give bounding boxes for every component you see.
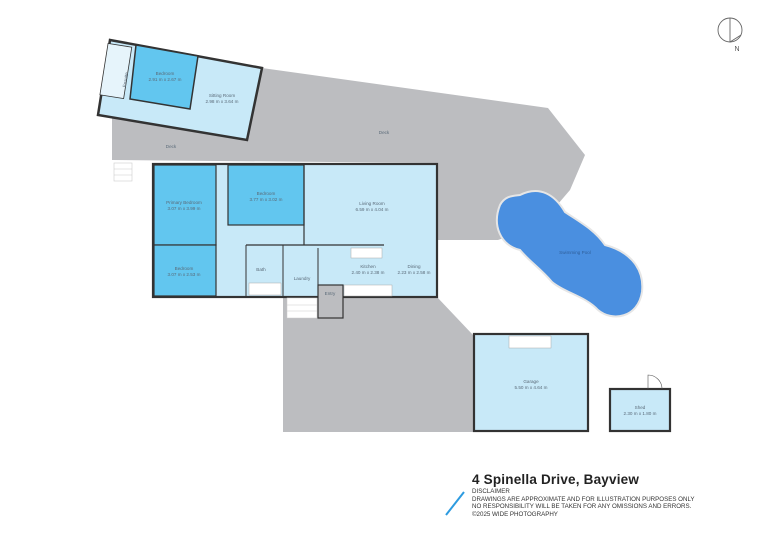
- disclaimer-heading: DISCLAIMER: [472, 488, 510, 495]
- studio-bedroom-room: [129, 44, 199, 110]
- north-label: N: [734, 46, 739, 53]
- bedroom-3-room: [153, 244, 217, 297]
- room-name: Garage: [523, 379, 539, 384]
- swimming-pool: [495, 190, 644, 318]
- room-size: 3.77 m x 3.02 m: [250, 197, 283, 202]
- disclaimer: DISCLAIMER DRAWINGS ARE APPROXIMATE AND …: [472, 488, 695, 518]
- room-size: 6.59 m x 4.04 m: [356, 207, 389, 212]
- room-size: 5.50 m x 4.64 m: [515, 385, 548, 390]
- disclaimer-line: DRAWINGS ARE APPROXIMATE AND FOR ILLUSTR…: [472, 495, 695, 503]
- shed-door: [647, 374, 663, 390]
- room-name: Laundry: [294, 276, 311, 281]
- disclaimer-line: NO RESPONSIBILITY WILL BE TAKEN FOR ANY …: [472, 503, 692, 511]
- room-size: 2.23 m x 2.58 m: [398, 270, 431, 275]
- room-size: 2.91 m x 2.67 m: [149, 77, 182, 82]
- room-name: Bedroom: [156, 71, 175, 76]
- deck-area: [112, 68, 585, 240]
- room-name: Bath: [256, 267, 266, 272]
- room-size: 2.98 m x 3.64 m: [206, 99, 239, 104]
- room-name: Shed: [635, 405, 646, 410]
- bedroom-2-room: [227, 164, 305, 226]
- entry-steps: [286, 297, 318, 319]
- room-name: Entry: [325, 291, 336, 296]
- north-arrow-icon: [717, 17, 743, 43]
- room-size: 2.30 m x 1.80 m: [624, 411, 657, 416]
- property-address: 4 Spinella Drive, Bayview: [472, 472, 640, 487]
- room-name: Deck: [166, 144, 177, 149]
- room-name: Swimming Pool: [559, 250, 591, 255]
- room-name: Kitchen: [360, 264, 376, 269]
- room-size: 3.07 m x 2.53 m: [168, 272, 201, 277]
- shed-room: [608, 387, 672, 433]
- kitchen-bench: [343, 247, 393, 297]
- room-name: Bedroom: [257, 191, 276, 196]
- room-size: 3.07 m x 3.99 m: [168, 206, 201, 211]
- room-name: Primary Bedroom: [166, 200, 202, 205]
- room-name: Bedroom: [175, 266, 194, 271]
- room-name: Deck: [379, 130, 390, 135]
- copyright: ©2025 WIDE PHOTOGRAPHY: [472, 510, 558, 518]
- bathtub: [248, 282, 282, 296]
- room-name: Ensuite: [122, 71, 129, 87]
- ensuite-room: [99, 42, 133, 100]
- brand-slash: [445, 491, 465, 516]
- room-size: 2.40 m x 2.38 m: [352, 270, 385, 275]
- room-name: Living Room: [359, 201, 385, 206]
- room-name: Sitting Room: [209, 93, 235, 98]
- garage-room: [472, 332, 590, 433]
- room-name: Dining: [407, 264, 420, 269]
- primary-bedroom-room: [153, 164, 217, 246]
- entry-room: [317, 284, 344, 319]
- deck-stairs: [113, 162, 133, 182]
- garage-bench: [508, 335, 552, 349]
- driveway-area: [283, 297, 473, 432]
